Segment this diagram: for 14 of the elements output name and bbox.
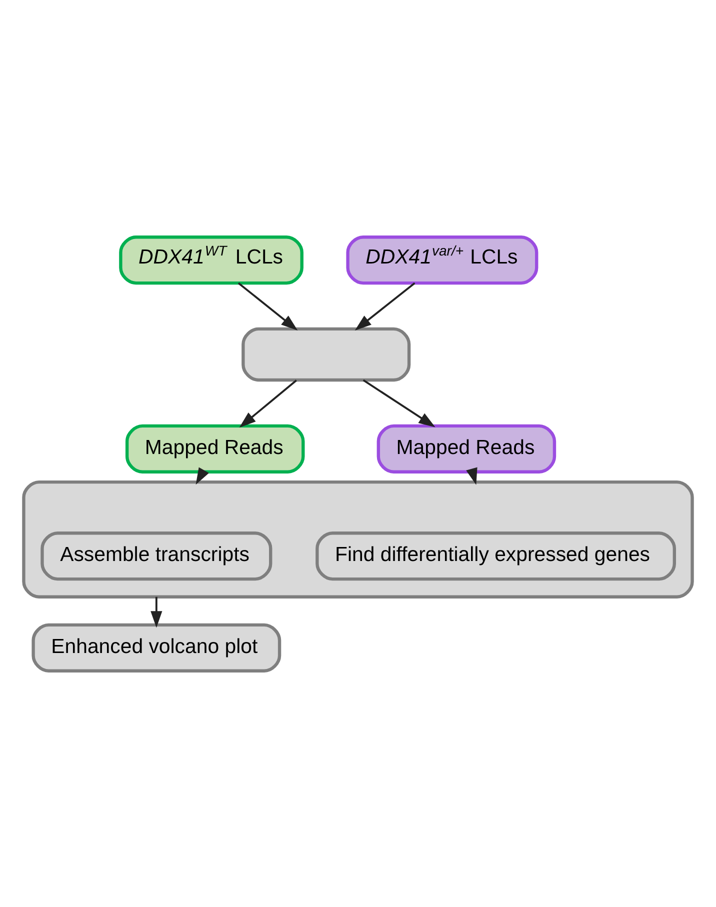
- arrow: [354, 282, 416, 330]
- node-box: DDX41$^{WT}$ LCLs: [119, 235, 304, 284]
- node-box: Assemble transcripts: [40, 531, 272, 580]
- arrow: [239, 379, 297, 428]
- arrow: [238, 282, 298, 330]
- node-box: Enhanced volcano plot: [32, 622, 282, 672]
- node-box: DDX41$^{var/+}$ LCLs: [346, 235, 538, 284]
- arrow: [150, 596, 162, 628]
- node-box: [242, 326, 411, 382]
- node-box: Find differentially expressed genes: [316, 531, 676, 580]
- arrow: [466, 466, 478, 484]
- cluster: [22, 480, 694, 598]
- arrow: [362, 378, 436, 427]
- arrow: [196, 466, 209, 484]
